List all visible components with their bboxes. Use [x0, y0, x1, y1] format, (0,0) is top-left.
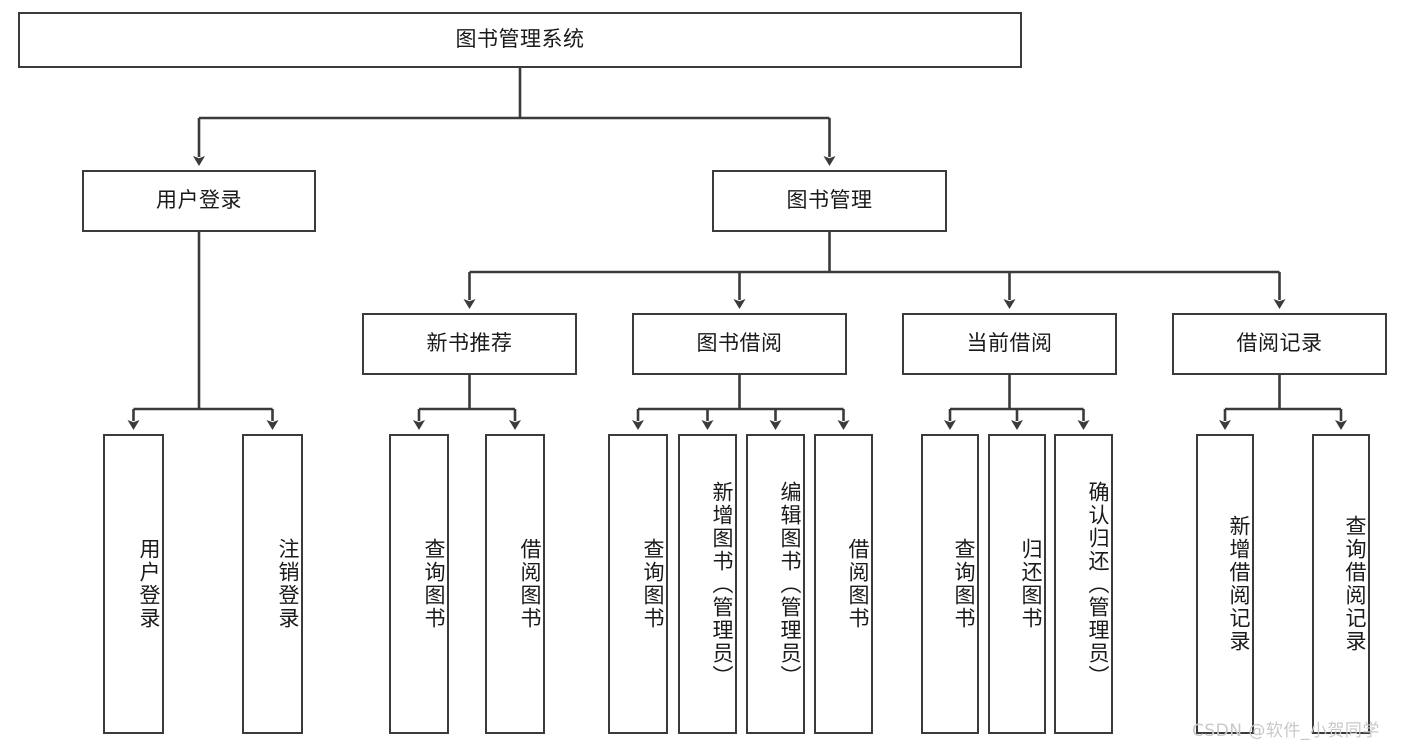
node-label: 确认归还（管理员） — [1086, 480, 1110, 688]
node-current-borrow[interactable]: 当前借阅 — [902, 313, 1117, 375]
node-leaf-query-book-bor[interactable]: 查询图书 — [608, 434, 668, 734]
node-label: 新书推荐 — [426, 331, 513, 356]
node-label: 注销登录 — [276, 538, 300, 630]
node-leaf-borrow-book-rec[interactable]: 借阅图书 — [485, 434, 545, 734]
node-leaf-add-borrow-record[interactable]: 新增借阅记录 — [1196, 434, 1254, 734]
node-leaf-query-book-cur[interactable]: 查询图书 — [921, 434, 979, 734]
node-label: 查询图书 — [952, 538, 976, 630]
node-label: 编辑图书（管理员） — [778, 480, 802, 688]
node-leaf-query-book-rec[interactable]: 查询图书 — [389, 434, 449, 734]
node-borrow-record[interactable]: 借阅记录 — [1172, 313, 1387, 375]
node-leaf-query-borrow-record[interactable]: 查询借阅记录 — [1312, 434, 1370, 734]
node-label: 查询图书 — [641, 538, 665, 630]
node-leaf-edit-book-admin[interactable]: 编辑图书（管理员） — [746, 434, 805, 734]
node-label: 新增借阅记录 — [1227, 515, 1251, 653]
node-root[interactable]: 图书管理系统 — [18, 12, 1022, 68]
node-label: 用户登录 — [137, 538, 161, 630]
node-leaf-borrow-book-bor[interactable]: 借阅图书 — [814, 434, 873, 734]
node-label: 查询借阅记录 — [1343, 515, 1367, 653]
node-leaf-user-logout[interactable]: 注销登录 — [242, 434, 303, 734]
node-label: 图书管理 — [786, 188, 873, 213]
node-label: 图书借阅 — [696, 331, 783, 356]
node-label: 借阅记录 — [1236, 331, 1323, 356]
node-leaf-user-login[interactable]: 用户登录 — [103, 434, 164, 734]
node-label: 借阅图书 — [518, 538, 542, 630]
node-user-login[interactable]: 用户登录 — [82, 170, 316, 232]
node-leaf-confirm-return-admin[interactable]: 确认归还（管理员） — [1054, 434, 1113, 734]
node-label: 借阅图书 — [846, 538, 870, 630]
node-book-borrow[interactable]: 图书借阅 — [632, 313, 847, 375]
node-new-book-recommend[interactable]: 新书推荐 — [362, 313, 577, 375]
node-label: 查询图书 — [422, 538, 446, 630]
node-label: 新增图书（管理员） — [710, 480, 734, 688]
node-book-manage[interactable]: 图书管理 — [712, 170, 947, 232]
node-label: 用户登录 — [156, 188, 242, 213]
node-leaf-add-book-admin[interactable]: 新增图书（管理员） — [678, 434, 737, 734]
node-label: 图书管理系统 — [455, 27, 585, 52]
node-leaf-return-book[interactable]: 归还图书 — [988, 434, 1046, 734]
csdn-watermark: CSDN @软件_小贺同学 — [1192, 721, 1380, 741]
node-label: 归还图书 — [1019, 538, 1043, 630]
node-label: 当前借阅 — [966, 331, 1053, 356]
